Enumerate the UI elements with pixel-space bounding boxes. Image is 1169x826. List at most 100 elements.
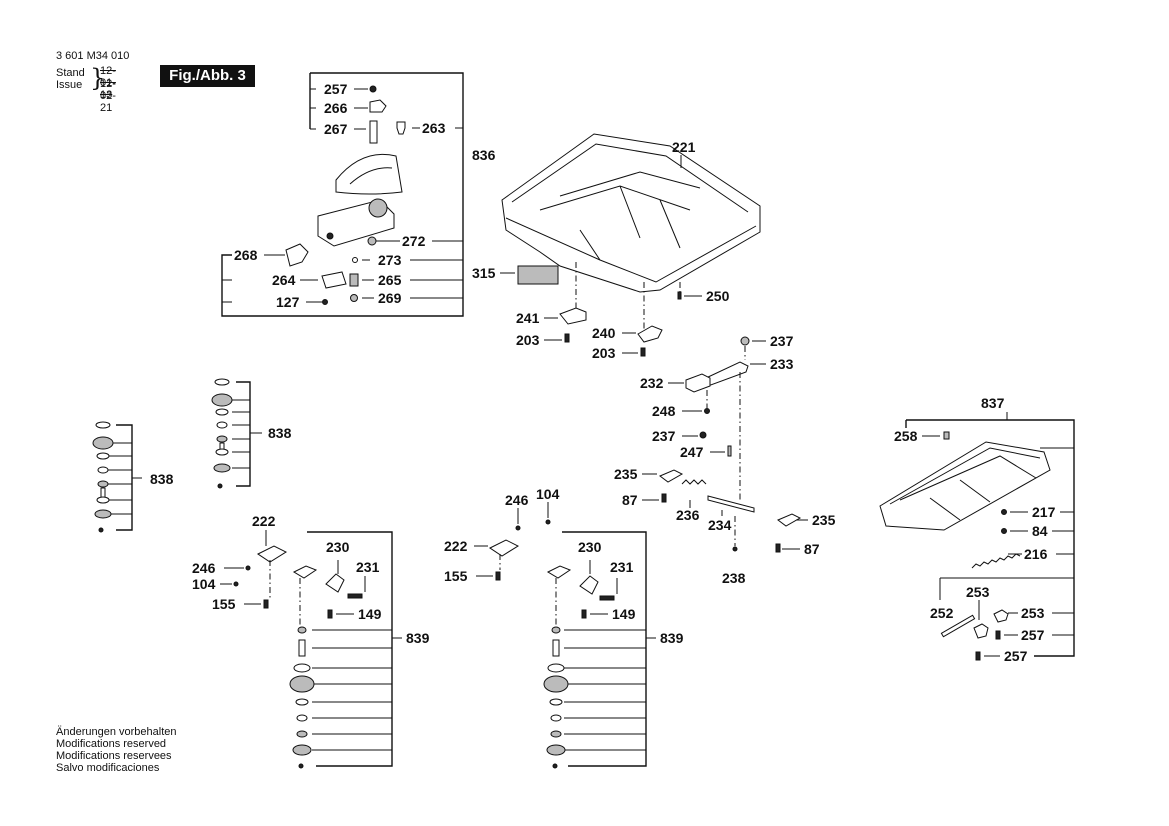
nut-269-icon [350,294,358,302]
clamp-base-222-icon [489,539,520,557]
stand-date: 12-01-13 [100,65,116,101]
callout-246: 246 [192,560,216,576]
ball-273-icon [352,257,358,263]
callout-248: 248 [652,403,676,419]
pin-104-icon [545,519,551,525]
callout-263: 263 [422,120,446,136]
callout-231: 231 [610,559,634,575]
callout-104: 104 [192,576,216,592]
clamp-assembly-left [220,530,402,769]
screw-231-icon [599,595,615,601]
clamp-plate-230-icon [292,565,318,579]
clamp-assembly-right [474,502,656,769]
callout-268: 268 [234,247,258,263]
screw-155-icon [495,571,501,581]
callout-231: 231 [356,559,380,575]
callout-839: 839 [660,630,684,646]
callout-253: 253 [966,584,990,600]
callout-238: 238 [722,570,746,586]
pin-267-icon [369,120,378,144]
brace-icon: } [90,64,106,92]
foot-assembly-left [92,421,142,533]
note-de: Änderungen vorbehalten [56,726,177,738]
foot-pad-icon [92,436,114,450]
screw-127-icon [322,299,328,305]
table-top-assembly [500,133,761,357]
callout-264: 264 [272,272,296,288]
callout-155: 155 [212,596,236,612]
washer-272-icon [367,236,377,246]
clamp-base-222-icon [257,545,288,563]
callout-257: 257 [1021,627,1045,643]
table-top-221-icon [501,133,761,293]
callout-230: 230 [578,539,602,555]
screw-257a-icon [995,630,1001,640]
modification-notes: Änderungen vorbehalten Modifications res… [56,726,176,774]
pin-250-icon [677,291,682,300]
screw-231-icon [347,593,363,599]
figure-badge: Fig./Abb. 3 [160,65,255,87]
callout-222: 222 [444,538,468,554]
callout-246: 246 [505,492,529,508]
clamp-plate-230-icon [546,565,572,579]
miter-gauge-assembly [221,72,464,317]
callout-87: 87 [804,541,820,557]
bracket-235b-icon [777,513,802,527]
callout-84: 84 [1032,523,1048,539]
callout-203: 203 [516,332,540,348]
callout-241: 241 [516,310,540,326]
knob-253b-icon [993,609,1009,623]
callout-236: 236 [676,507,700,523]
callout-87: 87 [622,492,638,508]
callout-272: 272 [402,233,426,249]
bracket-235a-icon [659,469,684,483]
callout-838: 838 [150,471,174,487]
callout-labels: 257 266 267 263 836 272 268 273 264 265 … [150,81,1056,664]
callout-250: 250 [706,288,730,304]
callout-253: 253 [1021,605,1045,621]
callout-235: 235 [812,512,836,528]
clamp-266-icon [369,99,387,113]
callout-149: 149 [612,606,636,622]
callout-247: 247 [680,444,704,460]
callout-257: 257 [1004,648,1028,664]
callout-234: 234 [708,517,732,533]
screw-263-icon [396,121,406,135]
callout-149: 149 [358,606,382,622]
screw-87a-icon [661,493,667,503]
slider-264-icon [321,271,347,289]
bracket-240-icon [637,325,663,343]
callout-315: 315 [472,265,496,281]
label-plate-315-icon [517,265,559,285]
stand-label: Stand [56,67,85,79]
callout-836: 836 [472,147,496,163]
callout-269: 269 [378,290,402,306]
callout-217: 217 [1032,504,1056,520]
callout-266: 266 [324,100,348,116]
rod-252-icon [940,614,976,638]
note-es: Salvo modificaciones [56,762,160,774]
pin-247-icon [727,445,732,457]
issue-date: 12-02-21 [100,78,116,114]
clamp-lever-icon [325,573,345,593]
screw-237b-icon [699,431,707,439]
screw-257-icon [369,85,377,93]
callout-233: 233 [770,356,794,372]
rail-assembly [642,336,808,553]
callout-837: 837 [981,395,1005,411]
callout-258: 258 [894,428,918,444]
callout-240: 240 [592,325,616,341]
washer-84-icon [1001,528,1007,534]
screw-257b-icon [975,651,981,661]
screw-155-icon [263,599,269,609]
screw-203b-icon [640,347,646,357]
callout-838: 838 [268,425,292,441]
callout-127: 127 [276,294,300,310]
screw-237a-icon [740,336,750,346]
screw-87b-icon [775,543,781,553]
callout-237: 237 [652,428,676,444]
extension-assembly [879,412,1075,661]
clamp-lever-icon [579,575,599,595]
screw-149-icon [581,609,587,619]
spring-265-icon [349,273,359,287]
